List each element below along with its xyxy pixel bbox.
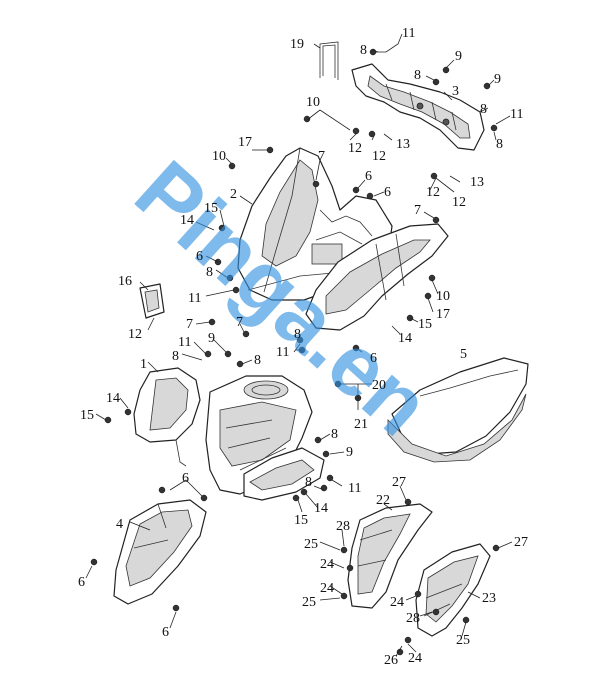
callout: 6 — [384, 185, 391, 200]
callout: 11 — [402, 26, 415, 41]
part-22-side-panel — [347, 503, 433, 609]
callout: 6 — [196, 249, 203, 264]
callout: 8 — [172, 349, 179, 364]
callout: 24 — [320, 557, 334, 572]
callout: 14 — [314, 501, 328, 516]
part-rear-fender-right — [305, 223, 449, 331]
callout: 24 — [390, 595, 404, 610]
callout: 11 — [178, 335, 191, 350]
callout: 7 — [414, 203, 421, 218]
callout: 9 — [455, 49, 462, 64]
callout: 8 — [331, 427, 338, 442]
callout: 11 — [348, 481, 361, 496]
callout: 6 — [162, 625, 169, 640]
part-4-lower-fascia — [113, 499, 207, 605]
part-center-body — [205, 375, 325, 501]
callout: 2 — [230, 187, 237, 202]
part-16-plate — [139, 283, 165, 319]
callout: 12 — [348, 141, 362, 156]
callout: 9 — [494, 72, 501, 87]
leader-lines — [85, 33, 513, 657]
callout: 14 — [106, 391, 120, 406]
callout: 10 — [306, 95, 320, 110]
callout: 17 — [238, 135, 252, 150]
callout: 25 — [304, 537, 318, 552]
callout: 9 — [208, 331, 215, 346]
callout: 12 — [426, 185, 440, 200]
callout: 16 — [118, 274, 132, 289]
callout: 24 — [320, 581, 334, 596]
callout: 21 — [354, 417, 368, 432]
callout: 15 — [294, 513, 308, 528]
callout: 10 — [436, 289, 450, 304]
callout: 22 — [376, 493, 390, 508]
callout: 6 — [78, 575, 85, 590]
callout: 27 — [392, 475, 406, 490]
part-5-seat — [387, 357, 529, 463]
callout: 6 — [370, 351, 377, 366]
callout: 24 — [408, 651, 422, 666]
callout: 8 — [294, 327, 301, 342]
callout: 6 — [365, 169, 372, 184]
callout: 15 — [80, 408, 94, 423]
callout: 20 — [372, 378, 386, 393]
callout-labels: 19 11 8 9 8 9 3 8 11 8 10 12 12 13 17 10… — [78, 26, 528, 668]
callout: 3 — [452, 84, 459, 99]
callout: 10 — [212, 149, 226, 164]
callout: 13 — [396, 137, 410, 152]
callout: 28 — [406, 611, 420, 626]
callout: 8 — [254, 353, 261, 368]
callout: 19 — [290, 37, 304, 52]
callout: 14 — [398, 331, 412, 346]
callout: 13 — [470, 175, 484, 190]
callout: 8 — [414, 68, 421, 83]
callout: 9 — [346, 445, 353, 460]
part-3-front-bracket — [351, 63, 485, 151]
callout: 4 — [116, 517, 123, 532]
callout: 11 — [510, 107, 523, 122]
callout: 8 — [496, 137, 503, 152]
callout: 7 — [236, 315, 243, 330]
callout: 11 — [188, 291, 201, 306]
callout: 28 — [336, 519, 350, 534]
callout: 8 — [480, 102, 487, 117]
callout: 5 — [460, 347, 467, 362]
callout: 14 — [180, 213, 194, 228]
part-23-side-panel — [415, 543, 491, 637]
callout: 7 — [186, 317, 193, 332]
callout: 25 — [302, 595, 316, 610]
callout: 11 — [276, 345, 289, 360]
callout: 26 — [384, 653, 398, 668]
callout: 1 — [140, 357, 147, 372]
callout: 15 — [204, 201, 218, 216]
callout: 8 — [206, 265, 213, 280]
callout: 25 — [456, 633, 470, 648]
callout: 6 — [182, 471, 189, 486]
callout: 12 — [128, 327, 142, 342]
part-19-bracket — [319, 41, 339, 80]
callout: 23 — [482, 591, 496, 606]
callout: 12 — [372, 149, 386, 164]
callout: 8 — [305, 475, 312, 490]
callout: 17 — [436, 307, 450, 322]
part-1-front-cover — [133, 367, 201, 467]
callout: 8 — [360, 43, 367, 58]
callout: 15 — [418, 317, 432, 332]
callout: 7 — [318, 149, 325, 164]
callout: 12 — [452, 195, 466, 210]
callout: 27 — [514, 535, 528, 550]
